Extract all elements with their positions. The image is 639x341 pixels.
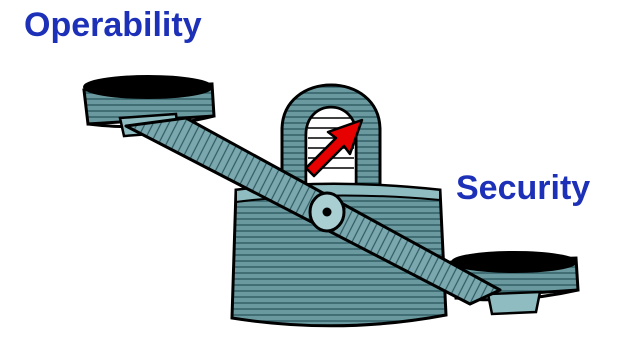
operability-label: Operability [24,8,202,42]
pivot-knob [310,193,344,231]
security-label: Security [456,171,590,205]
